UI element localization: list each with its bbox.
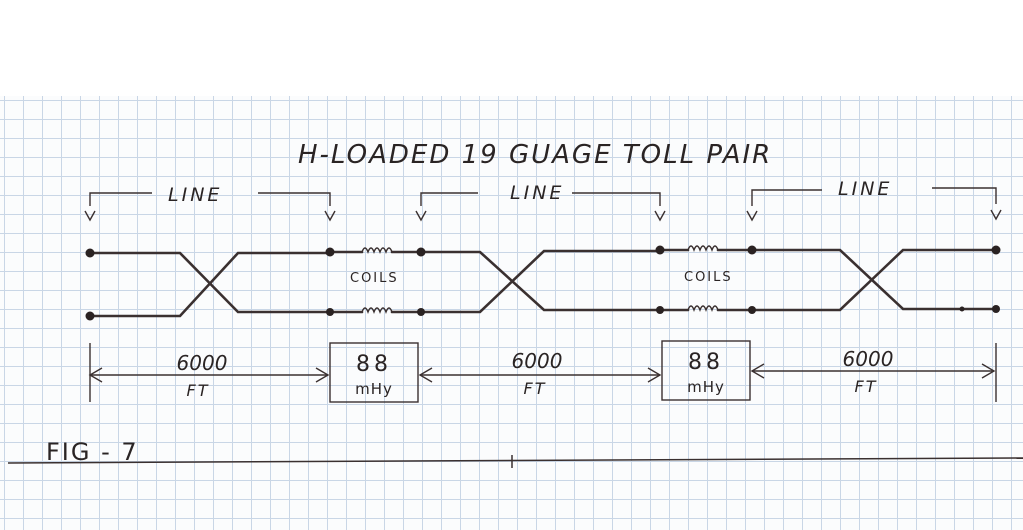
line-bracket-1: LINE — [84, 184, 336, 222]
section-unit-3: FT — [855, 377, 878, 396]
section-length-1: 6000 — [177, 351, 228, 375]
dimension-line-1 — [88, 343, 330, 402]
coil-value-box-1: 88 mHy — [329, 342, 419, 403]
diagram-title: H-LOADED 19 GUAGE TOLL PAIR — [298, 140, 772, 170]
dimension-line-3 — [750, 343, 997, 402]
line-label-2: LINE — [510, 182, 564, 204]
line-label-1: LINE — [168, 184, 222, 206]
section-length-2: 6000 — [512, 349, 563, 373]
top-conductor — [88, 248, 998, 314]
coil-symbol-bottom-2 — [687, 305, 719, 312]
coil-value-2: 88 — [688, 350, 724, 375]
terminal-dots — [85, 245, 1001, 321]
coil-symbol-top-2 — [687, 245, 719, 252]
graph-paper-background — [0, 96, 1023, 530]
line-bracket-3: LINE — [746, 178, 1002, 222]
section-unit-1: FT — [187, 381, 210, 400]
coils-label-1: COILS — [350, 271, 399, 286]
coils-label-2: COILS — [684, 270, 733, 285]
coil-unit-2: mHy — [687, 378, 725, 396]
coil-symbol-bottom-1 — [361, 307, 393, 314]
coil-unit-1: mHy — [355, 380, 393, 398]
figure-label: FIG - 7 — [46, 438, 139, 466]
line-bracket-2: LINE — [415, 182, 666, 222]
coil-symbol-top-1 — [361, 247, 393, 254]
bottom-conductor — [88, 248, 998, 318]
section-unit-2: FT — [524, 379, 547, 398]
coil-value-1: 88 — [356, 352, 392, 377]
coil-value-box-2: 88 mHy — [661, 340, 751, 401]
line-label-3: LINE — [838, 178, 892, 200]
section-length-3: 6000 — [843, 347, 894, 371]
dimension-line-2 — [418, 367, 662, 383]
baseline-rule — [7, 457, 1023, 464]
